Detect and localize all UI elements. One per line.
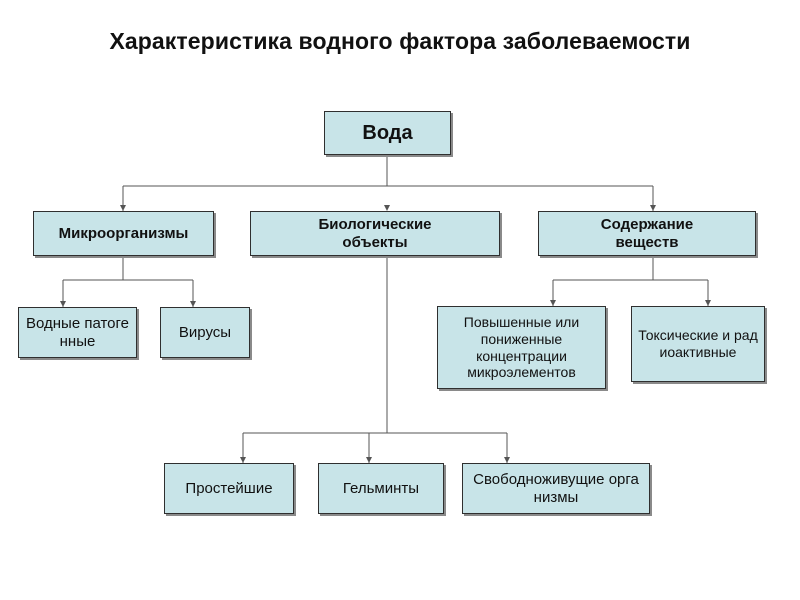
- node-water-label: Вода: [362, 122, 413, 144]
- node-toxic-radioactive: Токсические и радиоактивные: [631, 306, 765, 382]
- node-substances-label: Содержание веществ: [600, 215, 694, 251]
- node-free-living-organisms-label: Свободноживущие организмы: [473, 470, 639, 506]
- node-microorganisms: Микроорганизмы: [33, 211, 214, 256]
- page-title: Характеристика водного фактора заболевае…: [109, 28, 691, 54]
- node-water: Вода: [324, 111, 451, 155]
- node-substances: Содержание веществ: [538, 211, 756, 256]
- node-toxic-radioactive-label: Токсические и радиоактивные: [638, 327, 758, 360]
- node-microorganisms-label: Микроорганизмы: [58, 224, 189, 242]
- node-free-living-organisms: Свободноживущие организмы: [462, 463, 650, 514]
- node-protozoa-label: Простейшие: [185, 479, 273, 497]
- node-microelements-label: Повышенные или пониженные концентрации м…: [463, 313, 580, 381]
- node-water-pathogens: Водные патогенные: [18, 307, 137, 358]
- node-water-pathogens-label: Водные патогенные: [25, 314, 129, 350]
- node-biological-objects: Биологические объекты: [250, 211, 500, 256]
- node-protozoa: Простейшие: [164, 463, 294, 514]
- node-microelements: Повышенные или пониженные концентрации м…: [437, 306, 606, 389]
- node-helminths: Гельминты: [318, 463, 444, 514]
- node-viruses-label: Вирусы: [178, 323, 232, 341]
- node-biological-objects-label: Биологические объекты: [318, 215, 432, 251]
- node-viruses: Вирусы: [160, 307, 250, 358]
- node-helminths-label: Гельминты: [342, 479, 420, 497]
